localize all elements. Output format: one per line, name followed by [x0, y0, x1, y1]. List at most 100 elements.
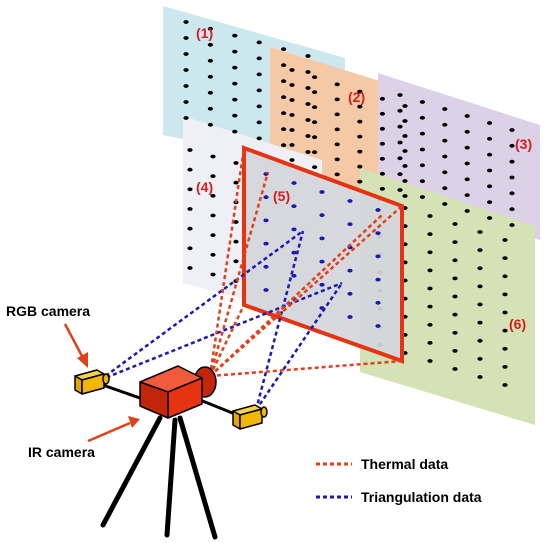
panel-dot: [442, 170, 448, 175]
panel-dot: [183, 100, 189, 104]
panel-dot: [502, 346, 508, 351]
ir-camera-label: IR camera: [28, 444, 95, 460]
target-dot: [319, 213, 325, 218]
panel-dot: [233, 180, 239, 185]
ir-camera: [139, 365, 217, 419]
panel-dot: [357, 179, 363, 184]
panel-dot: [379, 186, 385, 191]
panel-dot: [357, 89, 363, 94]
legend-thermal-label: Thermal data: [361, 456, 448, 472]
panel-dot: [402, 119, 408, 123]
panel-dot: [334, 97, 340, 102]
panel-dot: [357, 119, 363, 124]
panel-dot: [207, 106, 213, 111]
panel-dot: [427, 214, 433, 218]
panel-dot: [502, 274, 508, 279]
tripod-leg-left: [100, 415, 163, 528]
target-dot: [319, 236, 325, 241]
ir-pointer-arrow: [87, 421, 131, 443]
panel-dot: [402, 149, 408, 153]
panel-dot: [487, 184, 493, 189]
panel-dot: [312, 150, 318, 155]
panel-dot: [210, 233, 216, 238]
panel-dot: [502, 365, 508, 369]
panel-dot: [442, 138, 448, 143]
panel-dot: [357, 164, 363, 169]
panel-dot: [379, 171, 385, 176]
panel-dot: [187, 148, 193, 152]
target-dot: [263, 218, 269, 223]
panel-dot: [487, 121, 493, 125]
rgb-camera-label: RGB camera: [6, 303, 90, 319]
panel-dot: [487, 168, 493, 173]
label-pointers: [63, 323, 140, 443]
panel-6-label: (6): [509, 316, 526, 332]
panel-dot: [281, 63, 287, 68]
rgb-pointer-arrow: [63, 323, 85, 359]
panel-dot: [256, 88, 262, 93]
panel-dot: [419, 195, 425, 199]
panel-dot: [487, 136, 493, 141]
target-dot: [347, 291, 353, 296]
panel-dot: [487, 216, 493, 220]
panel-dot: [357, 104, 363, 109]
panel-dot: [312, 90, 318, 95]
legend: Thermal data Triangulation data: [316, 456, 482, 505]
rgb-camera-right: [232, 404, 268, 430]
panel-dot: [452, 349, 458, 353]
panel-dot: [427, 250, 433, 255]
ir-pointer-arrowhead: [128, 416, 140, 428]
panel-dot: [509, 191, 515, 196]
panel-dot: [379, 126, 385, 131]
panel-dot: [502, 383, 508, 387]
panel-dot: [207, 26, 213, 31]
panel-1-label: (1): [196, 25, 213, 41]
panel-dot: [357, 149, 363, 154]
triangulation-ray: [99, 281, 343, 382]
tripod: [100, 415, 218, 540]
panel-dot: [305, 70, 311, 74]
panel-dot: [464, 177, 470, 182]
panel-dot: [233, 161, 239, 165]
panel-dot: [256, 40, 262, 45]
panel-dot: [233, 220, 239, 224]
panel-dot: [502, 310, 508, 315]
panel-dot: [419, 147, 425, 152]
thermal-ray: [208, 304, 246, 377]
panel-dot: [187, 207, 193, 211]
panel-dot: [509, 175, 515, 180]
panel-dot: [256, 104, 262, 109]
panel-dot: [402, 104, 408, 108]
panel-dot: [305, 134, 311, 138]
panel-dot: [357, 134, 363, 139]
panel-dot: [334, 82, 340, 87]
panel-dot: [477, 266, 483, 271]
panel-dot: [232, 65, 238, 70]
panel-dot: [289, 128, 295, 132]
panel-dot: [232, 129, 238, 134]
panel-dot: [477, 320, 483, 325]
panel-dot: [442, 107, 448, 111]
panel-dot: [502, 256, 508, 260]
panel-dot: [427, 341, 433, 345]
panel-dot: [427, 286, 433, 291]
panel-dot: [334, 112, 340, 117]
panel-dot: [187, 266, 193, 270]
target-dot: [347, 315, 353, 319]
panel-dot: [312, 120, 318, 125]
target-dot: [347, 268, 353, 273]
panel-dot: [289, 158, 295, 162]
panel-dot: [183, 116, 189, 120]
panel-dot: [207, 122, 213, 127]
panel-dot: [256, 136, 262, 141]
panel-dot: [334, 142, 340, 147]
thermal-ray: [209, 214, 383, 377]
panel-dot: [427, 304, 433, 309]
panel-dot: [477, 302, 483, 307]
panel-dot: [487, 200, 493, 205]
target-dot: [263, 195, 269, 200]
tripod-leg-center: [164, 417, 178, 538]
panel-dot: [509, 207, 515, 212]
panel-dot: [427, 268, 433, 273]
thermal-ray: [208, 171, 270, 377]
